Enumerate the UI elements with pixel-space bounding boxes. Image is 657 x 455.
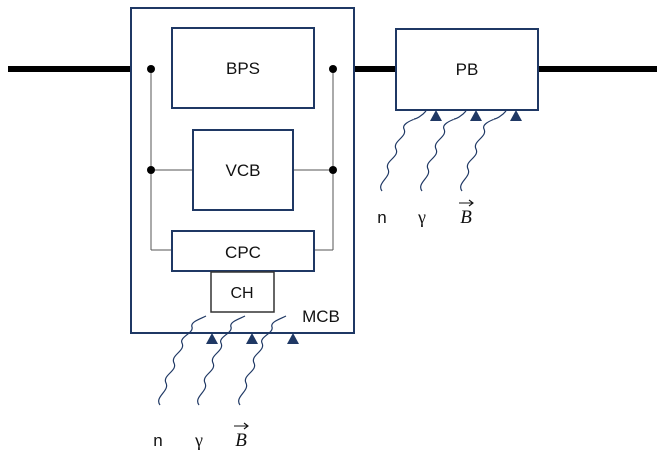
mcb-neutron-label: n [153,431,162,450]
ch-block: CH [210,271,275,313]
svg-text:B: B [460,207,472,228]
mcb-radiation-arrows [158,315,299,406]
cpc-label: CPC [225,243,261,262]
pb-radiation-arrows [380,110,522,192]
pb-b-field-label: B [459,199,474,228]
neutron-wave-arrow [380,110,442,192]
neutron-wave-arrow [158,315,218,406]
pb-label: PB [456,60,479,79]
mcb-label: MCB [302,307,340,326]
mcb-gamma-label: γ [194,430,203,450]
mcb-b-field-label: B [234,422,249,451]
junction-dots [147,65,337,174]
bps-block: BPS [171,27,315,109]
vcb-block: VCB [192,129,294,211]
gamma-wave-arrow [420,110,482,192]
gamma-wave-arrow [197,315,258,406]
cpc-block: CPC [171,230,315,272]
junction-dot [147,65,155,73]
pb-neutron-label: n [377,208,386,227]
pb-block: PB [395,28,539,111]
bps-label: BPS [226,59,260,78]
magnetic-field-wave-arrow [238,315,299,406]
pb-gamma-label: γ [417,207,426,227]
vcb-label: VCB [226,161,261,180]
internal-wiring [150,69,334,251]
ch-label: CH [230,285,253,302]
junction-dot [147,166,155,174]
svg-text:B: B [235,430,247,451]
magnetic-field-wave-arrow [460,110,522,192]
junction-dot [329,166,337,174]
junction-dot [329,65,337,73]
